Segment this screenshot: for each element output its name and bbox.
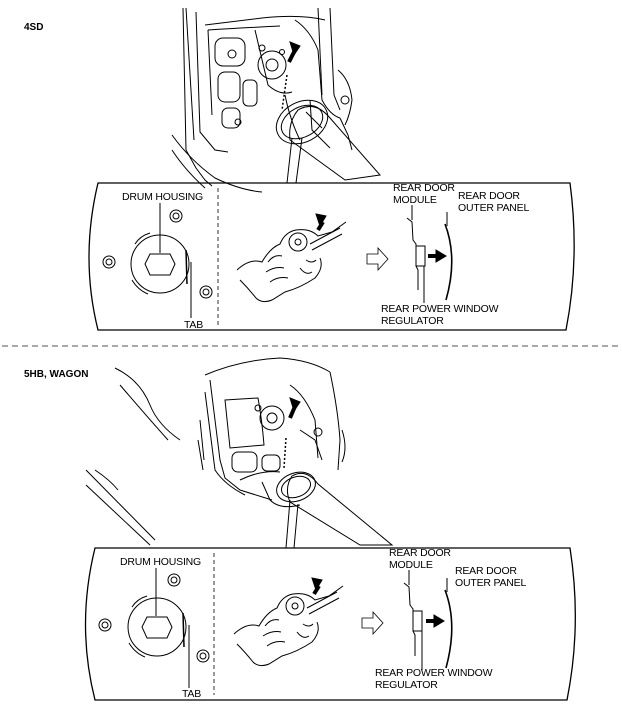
tab-label: TAB	[184, 319, 204, 331]
drum-housing-detail-5hb	[98, 568, 210, 688]
panel-section-detail-5hb	[403, 570, 453, 670]
rear-door-outer-panel-label: REAR DOOR OUTER PANEL	[458, 190, 530, 214]
rear-door-outer-panel-label: REAR DOOR OUTER PANEL	[455, 565, 527, 589]
callout-frame-5hb	[84, 547, 576, 701]
rear-door-module-label: REAR DOOR MODULE	[393, 182, 455, 206]
panel-section-detail-4sd	[406, 205, 453, 303]
rear-power-window-regulator-label: REAR POWER WINDOW REGULATOR	[375, 667, 493, 691]
rear-door-module-label: REAR DOOR MODULE	[389, 547, 451, 571]
variant-label: 4SD	[24, 22, 44, 33]
drum-housing-detail-4sd	[102, 203, 213, 318]
door-overview-4sd	[171, 7, 381, 193]
door-overview-5hb	[85, 357, 394, 549]
drum-housing-label: DRUM HOUSING	[122, 191, 204, 203]
process-arrow-icon	[361, 610, 384, 636]
variant-label: 5HB, WAGON	[24, 369, 89, 380]
rear-power-window-regulator-label: REAR POWER WINDOW REGULATOR	[381, 303, 499, 327]
hand-tool-detail-4sd	[236, 213, 347, 303]
hand-tool-detail-5hb	[233, 577, 344, 667]
callout-frame-4sd	[88, 182, 575, 331]
process-arrow-icon	[366, 246, 389, 272]
drum-housing-label: DRUM HOUSING	[120, 556, 202, 568]
tab-label: TAB	[182, 688, 202, 700]
